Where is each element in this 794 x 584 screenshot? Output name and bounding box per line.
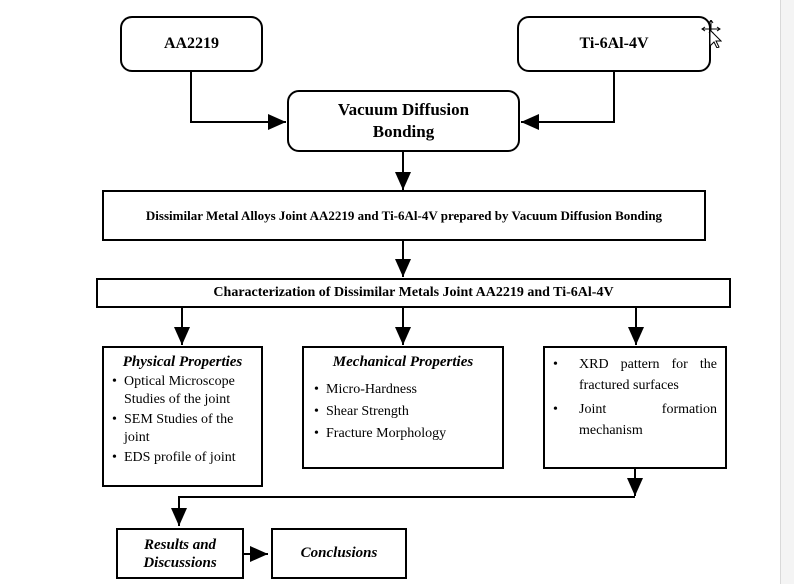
list-item: Fracture Morphology (314, 423, 492, 445)
analysis-box: XRD pattern for the fractured surfaces J… (543, 346, 727, 469)
list-item: SEM Studies of the joint (112, 411, 253, 447)
input-ti6al4v-label: Ti-6Al-4V (579, 35, 649, 52)
results-label: Results and Discussions (143, 536, 217, 571)
results-box: Results and Discussions (116, 528, 244, 579)
process-label: Vacuum Diffusion Bonding (337, 100, 470, 141)
list-item: Shear Strength (314, 401, 492, 423)
input-ti6al4v-box: Ti-6Al-4V (517, 16, 711, 72)
list-item: EDS profile of joint (112, 449, 253, 467)
mechanical-properties-box: Mechanical Properties Micro-Hardness She… (302, 346, 504, 469)
joint-box: Dissimilar Metal Alloys Joint AA2219 and… (102, 190, 706, 241)
conclusions-label: Conclusions (300, 545, 378, 561)
characterization-box: Characterization of Dissimilar Metals Jo… (96, 278, 731, 308)
input-aa2219-box: AA2219 (120, 16, 263, 72)
conclusions-box: Conclusions (271, 528, 407, 579)
process-box: Vacuum Diffusion Bonding (287, 90, 520, 152)
arrow-feedback-to-results (171, 496, 635, 526)
mechanical-properties-title: Mechanical Properties (332, 354, 474, 370)
characterization-label: Characterization of Dissimilar Metals Jo… (213, 285, 614, 300)
joint-label: Dissimilar Metal Alloys Joint AA2219 and… (145, 208, 663, 223)
physical-properties-title: Physical Properties (122, 354, 243, 370)
list-item: Micro-Hardness (314, 379, 492, 401)
input-aa2219-label: AA2219 (163, 35, 220, 52)
list-item: Joint formation mechanism (553, 399, 717, 441)
physical-properties-list: Optical Microscope Studies of the joint … (112, 373, 253, 467)
mechanical-properties-list: Micro-Hardness Shear Strength Fracture M… (314, 379, 492, 445)
move-cursor-icon (701, 20, 722, 48)
analysis-list: XRD pattern for the fractured surfaces J… (553, 354, 717, 441)
arrow-aa2219-to-bonding (190, 72, 286, 130)
scrollbar-edge[interactable] (780, 0, 794, 584)
list-item: XRD pattern for the fractured surfaces (553, 354, 717, 396)
arrow-ti-to-bonding (521, 72, 615, 130)
list-item: Optical Microscope Studies of the joint (112, 373, 253, 409)
physical-properties-box: Physical Properties Optical Microscope S… (102, 346, 263, 487)
